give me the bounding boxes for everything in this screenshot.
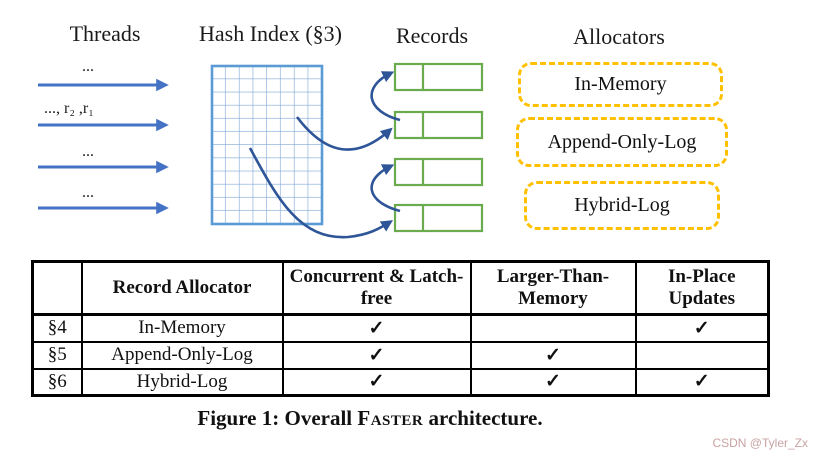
header-larger-than-memory: Larger-Than-Memory [469, 260, 637, 316]
allocator-box-label: Hybrid-Log [574, 194, 670, 216]
caption-faster-smallcaps: Faster [357, 406, 424, 430]
allocator-comparison-table: Record Allocator Concurrent & Latch-free… [31, 260, 770, 397]
cell-allocator: Hybrid-Log [80, 367, 284, 397]
allocator-box-label: Append-Only-Log [547, 130, 697, 153]
cell-section: §4 [31, 313, 83, 343]
header-record-allocator: Record Allocator [80, 260, 284, 316]
architecture-diagram-shapes [38, 62, 484, 239]
thread-label-4: ... [82, 184, 94, 201]
figure-caption: Figure 1: Overall Faster architecture. [0, 406, 740, 431]
table-row: §4 In-Memory ✓ ✓ [31, 313, 770, 343]
table-row: §5 Append-Only-Log ✓ ✓ [31, 340, 770, 370]
record-box [393, 110, 484, 140]
cell-concurrent: ✓ [281, 367, 472, 397]
cell-section: §6 [31, 367, 83, 397]
caption-suffix: architecture. [423, 406, 543, 430]
cell-inplace [634, 340, 770, 370]
cell-larger [469, 313, 637, 343]
allocator-box-label: In-Memory [574, 73, 667, 95]
cell-inplace: ✓ [634, 313, 770, 343]
pointer-arrow-index-to-record4 [248, 147, 394, 239]
header-section [31, 260, 83, 316]
thread-label-2: ..., r₂ ,r₁ [44, 100, 94, 117]
cell-concurrent: ✓ [281, 340, 472, 370]
cell-inplace: ✓ [634, 367, 770, 397]
table-row: §6 Hybrid-Log ✓ ✓ ✓ [31, 367, 770, 397]
threads-heading: Threads [69, 21, 141, 46]
pointer-arrow-index-to-record2 [295, 116, 393, 151]
cell-allocator: In-Memory [80, 313, 284, 343]
pointer-arrow-record2-to-record1 [370, 71, 401, 122]
record-box [393, 157, 484, 187]
cell-larger: ✓ [469, 367, 637, 397]
csdn-watermark: CSDN @Tyler_Zx [712, 436, 808, 450]
record-box [393, 203, 484, 233]
header-concurrent-latchfree: Concurrent & Latch-free [281, 260, 472, 316]
pointer-arrow-record4-to-record3 [370, 164, 401, 213]
record-boxes [393, 62, 484, 233]
cell-larger: ✓ [469, 340, 637, 370]
pointer-arrows [248, 71, 401, 239]
cell-concurrent: ✓ [281, 313, 472, 343]
allocators-heading: Allocators [573, 24, 665, 49]
thread-label-3: ... [82, 143, 94, 160]
thread-arrows [38, 78, 169, 215]
thread-label-1: ... [82, 58, 94, 75]
cell-section: §5 [31, 340, 83, 370]
allocator-box-in-memory: In-Memory [518, 62, 723, 107]
header-in-place-updates: In-Place Updates [634, 260, 770, 316]
table-header-row: Record Allocator Concurrent & Latch-free… [31, 260, 770, 316]
records-heading: Records [395, 23, 469, 48]
hash-index-heading: Hash Index (§3) [199, 21, 342, 46]
caption-prefix: Figure 1: Overall [197, 406, 358, 430]
allocator-box-hybrid-log: Hybrid-Log [524, 181, 720, 230]
cell-allocator: Append-Only-Log [80, 340, 284, 370]
record-box [393, 62, 484, 92]
hash-index-grid [210, 64, 324, 226]
allocator-box-append-only-log: Append-Only-Log [516, 117, 728, 167]
